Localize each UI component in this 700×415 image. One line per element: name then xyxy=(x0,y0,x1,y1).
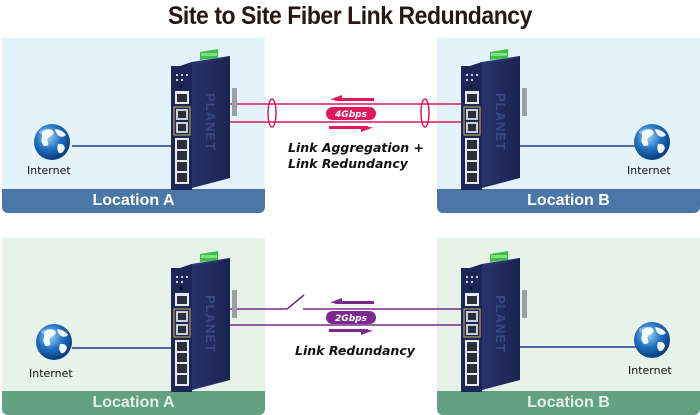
speed-badge-aggregation xyxy=(326,107,376,120)
arrow-right-aggregation xyxy=(329,126,373,132)
speed-badge-text: 4Gbps xyxy=(334,110,368,120)
internet-label: Internet xyxy=(27,164,71,177)
switch-b-redundancy-icon xyxy=(460,250,528,393)
arrow-left-redundancy xyxy=(330,298,374,304)
internet-globe-icon xyxy=(34,124,70,160)
link-caption-redundancy: Link Redundancy xyxy=(295,343,415,359)
bundle-ring-left xyxy=(267,98,277,128)
link-caption-aggregation: Link Aggregation + Link Redundancy xyxy=(288,140,424,172)
switch-a-aggregation-icon xyxy=(170,48,238,191)
arrow-right-redundancy xyxy=(329,329,373,335)
internet-label: Internet xyxy=(627,164,671,177)
speed-badge-text: 2Gbps xyxy=(335,314,368,324)
speed-badge-redundancy xyxy=(326,311,376,324)
switch-a-redundancy-icon xyxy=(170,250,238,393)
caption-line: Link Aggregation + xyxy=(288,140,424,155)
caption-line: Link Redundancy xyxy=(295,343,415,358)
caption-line: Link Redundancy xyxy=(288,156,408,171)
site-b-label: Location B xyxy=(437,391,700,415)
site-b-label: Location B xyxy=(437,189,700,213)
internet-label: Internet xyxy=(29,367,73,380)
diagram-title: Site to Site Fiber Link Redundancy xyxy=(168,2,532,30)
site-a-label: Location A xyxy=(2,391,265,415)
internet-label: Internet xyxy=(628,364,672,377)
broken-link-switch xyxy=(286,294,305,310)
internet-globe-icon xyxy=(36,324,72,360)
switch-b-aggregation-icon xyxy=(460,48,528,191)
arrow-left-aggregation xyxy=(330,95,374,101)
internet-globe-icon xyxy=(634,124,670,160)
bundle-ring-right xyxy=(420,98,430,128)
site-a-label: Location A xyxy=(2,189,265,213)
internet-globe-icon xyxy=(634,322,670,358)
